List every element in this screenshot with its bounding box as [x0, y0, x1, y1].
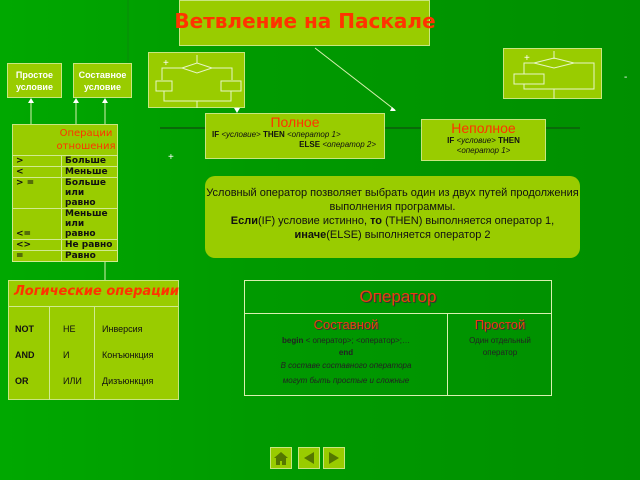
back-button[interactable] [298, 447, 320, 469]
logic-ru: И [63, 350, 70, 360]
label: Составное [78, 70, 127, 80]
note: В составе составного оператора [280, 361, 412, 370]
logic-operations-table: Логические операции NOT AND OR НЕ И ИЛИ … [8, 280, 179, 400]
logic-name: Дизъюнкция [102, 376, 154, 386]
compound-heading: Составной [313, 317, 379, 332]
title-box [179, 0, 430, 46]
label: условие [16, 82, 53, 92]
relations-table: Операции отношения >Больше <Меньше > =Бо… [12, 124, 118, 262]
logic-heading: Логические операции [14, 284, 180, 299]
svg-text:+: + [524, 53, 530, 64]
simple-description: Один отдельный оператор [469, 336, 531, 357]
table-row: >Больше [12, 155, 118, 167]
home-button[interactable] [270, 447, 292, 469]
table-row: <>Не равно [12, 239, 118, 251]
table-row: =Равно [12, 250, 118, 262]
label: условие [84, 82, 121, 92]
operator-table: Оператор Составной begin < оператор>; <о… [244, 280, 552, 396]
arrow-left-icon [304, 452, 314, 464]
compound-condition-box: условие Составное условие [73, 63, 132, 98]
label: Простое [15, 70, 54, 80]
logic-name: Конъюнкция [102, 350, 154, 360]
logic-en: AND [15, 350, 35, 360]
logic-en: NOT [15, 324, 34, 334]
page-title: Ветвление на Паскале [174, 9, 436, 33]
forward-button[interactable] [323, 447, 345, 469]
full-heading: Полное [270, 114, 320, 130]
flowchart-partial: + [503, 48, 602, 99]
home-icon [274, 452, 288, 465]
svg-text:+: + [163, 58, 169, 69]
flowchart-full: + [148, 52, 245, 108]
logic-ru: ИЛИ [63, 376, 82, 386]
full-branch-box: Полное IF <условие> THEN <оператор 1> EL… [205, 113, 385, 159]
plus-sign: + [168, 152, 174, 163]
logic-en: OR [15, 376, 29, 386]
simple-heading: Простой [474, 317, 526, 332]
description-line1: Условный оператор позволяет выбрать один… [206, 187, 579, 213]
description-box: Условный оператор позволяет выбрать один… [205, 176, 580, 258]
partial-branch-box: Неполное IF <условие> THEN <оператор 1> [421, 119, 546, 161]
table-row: > =Больше или равно [12, 177, 118, 209]
note: могут быть простые и сложные [282, 376, 410, 385]
table-row: <=Меньше или равно [12, 208, 118, 240]
flowchart-partial-diagram: + [513, 51, 595, 99]
minus-sign: - [624, 72, 628, 83]
partial-heading: Неполное [451, 120, 516, 136]
table-row: <Меньше [12, 166, 118, 178]
description-line2: Если(IF) условие истинно, то (THEN) выпо… [230, 215, 555, 241]
logic-name: Инверсия [102, 324, 143, 334]
operator-heading: Оператор [359, 287, 437, 306]
simple-condition-box: Простое условие [7, 63, 62, 98]
logic-ru: НЕ [63, 324, 76, 334]
relations-heading: Операции отношения [56, 128, 116, 152]
flowchart-full-diagram: + [155, 55, 242, 108]
arrow-right-icon [329, 452, 339, 464]
